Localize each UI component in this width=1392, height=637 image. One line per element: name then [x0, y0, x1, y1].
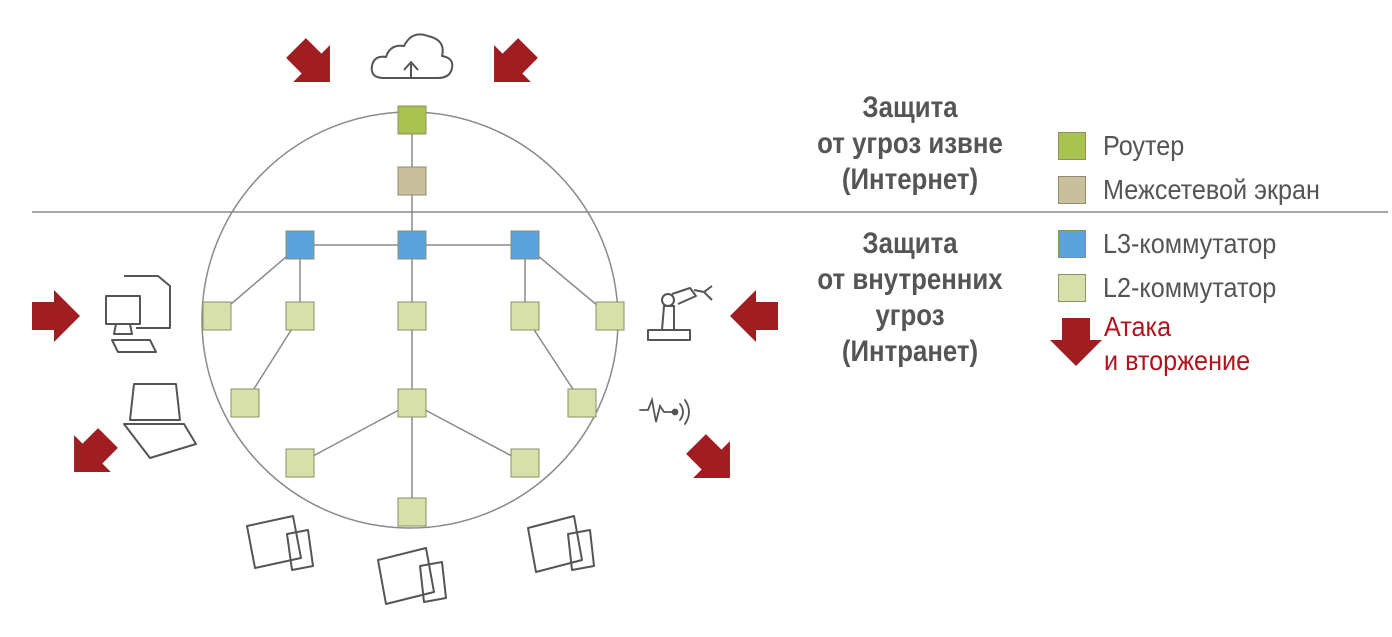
legend-firewall: Межсетевой экран — [1058, 174, 1344, 206]
attack-arrow-icon — [475, 29, 547, 101]
l2-switch-node — [202, 301, 232, 331]
l2-switch-node — [397, 388, 427, 418]
attack-arrow-icon — [1050, 318, 1102, 366]
l2-switch-node — [285, 301, 315, 331]
tablet-phone-icon — [246, 515, 314, 571]
l3-switch-swatch — [1058, 230, 1086, 258]
attack-arrow-icon — [730, 290, 778, 342]
cloud-upload-icon — [370, 33, 454, 79]
attack-arrow-icon — [677, 425, 749, 497]
attack-arrow-icon — [277, 29, 349, 101]
l3-switch-node — [397, 230, 427, 260]
firewall-node — [397, 166, 427, 196]
legend-attack-line2: и вторжение — [1104, 345, 1251, 376]
l2-switch-node — [397, 301, 427, 331]
external-zone-title: Защита от угроз извне (Интернет) — [798, 90, 1022, 198]
tablet-phone-icon — [377, 547, 447, 605]
legend-l3-switch-label: L3-коммутатор — [1103, 228, 1277, 259]
laptop-icon — [123, 383, 197, 459]
robot-arm-icon — [647, 285, 713, 341]
l3-switch-node — [285, 230, 315, 260]
external-zone-line1: Защита — [862, 91, 958, 124]
internal-zone-title: Защита от внутренних угроз (Интранет) — [798, 226, 1022, 370]
tablet-phone-icon — [527, 515, 595, 573]
internal-zone-line3: угроз — [875, 299, 945, 332]
internal-zone-line4: (Интранет) — [841, 335, 979, 368]
legend-attack-label: Атака и вторжение — [1104, 310, 1250, 378]
network-nodes — [202, 105, 625, 527]
firewall-swatch — [1058, 176, 1086, 204]
l2-switch-node — [230, 388, 260, 418]
legend-router: Роутер — [1058, 130, 1193, 162]
legend-l3-switch: L3-коммутатор — [1058, 228, 1296, 260]
l2-switch-swatch — [1058, 274, 1086, 302]
l2-switch-node — [510, 301, 540, 331]
external-zone-line3: (Интернет) — [841, 163, 979, 196]
legend-attack-line1: Атака — [1104, 311, 1172, 342]
router-swatch — [1058, 132, 1086, 160]
attack-arrow-icon — [55, 419, 127, 491]
sensor-signal-icon — [639, 396, 690, 425]
l2-switch-node — [567, 388, 597, 418]
l2-switch-node — [510, 448, 540, 478]
internal-zone-line2: от внутренних — [817, 263, 1003, 296]
l3-switch-node — [510, 230, 540, 260]
l2-switch-node — [595, 301, 625, 331]
legend-router-label: Роутер — [1103, 130, 1185, 161]
legend-l2-switch-label: L2-коммутатор — [1103, 272, 1277, 303]
attack-arrow-icon — [32, 290, 80, 342]
external-zone-line2: от угроз извне — [817, 127, 1003, 160]
legend-firewall-label: Межсетевой экран — [1103, 174, 1320, 205]
l2-switch-node — [397, 497, 427, 527]
internal-zone-line1: Защита — [862, 227, 958, 260]
desktop-computer-icon — [105, 275, 171, 353]
legend-l2-switch: L2-коммутатор — [1058, 272, 1296, 304]
l2-switch-node — [285, 448, 315, 478]
router-node — [397, 105, 427, 135]
